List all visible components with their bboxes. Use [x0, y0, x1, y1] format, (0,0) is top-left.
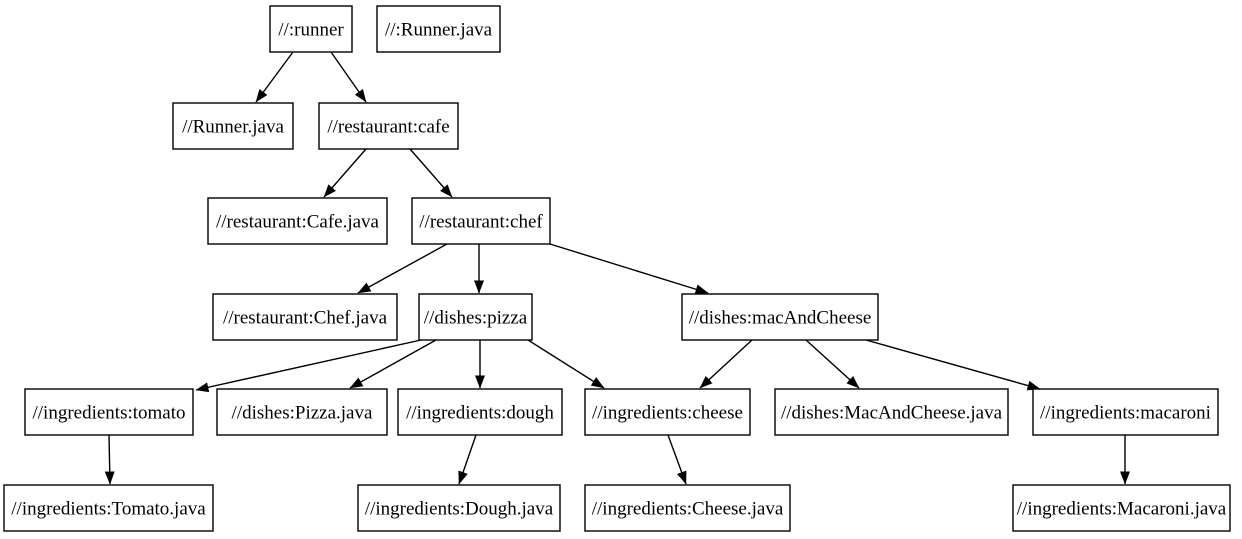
node-box-tomato_java	[3, 484, 214, 532]
node-box-cheese_java	[584, 484, 791, 532]
node-box-runner_java	[172, 102, 294, 150]
node-dough_java: //ingredients:Dough.java	[357, 484, 561, 532]
edge-cafe-to-chef	[409, 148, 453, 198]
node-box-chef_java	[212, 293, 398, 341]
node-label-cafe: //restaurant:cafe	[327, 117, 449, 138]
node-pizza_java: //dishes:Pizza.java	[216, 388, 388, 436]
node-label-root_runner_java: //:Runner.java	[385, 20, 493, 41]
edge-cheese-to-cheese_java	[667, 434, 687, 485]
node-pizza: //dishes:pizza	[418, 293, 533, 341]
edge-dough-to-dough_java	[458, 434, 477, 485]
edge-mac_and_cheese-to-mac_and_cheese_java	[805, 339, 860, 389]
node-cheese: //ingredients:cheese	[584, 388, 751, 436]
node-label-mac_and_cheese: //dishes:macAndCheese	[689, 308, 872, 329]
node-label-cafe_java: //restaurant:Cafe.java	[216, 212, 380, 233]
node-label-pizza: //dishes:pizza	[424, 308, 528, 329]
node-chef_java: //restaurant:Chef.java	[212, 293, 398, 341]
node-box-root_runner_java	[376, 5, 501, 53]
node-box-dough_java	[357, 484, 561, 532]
edge-runner-to-cafe	[330, 51, 367, 103]
node-box-tomato	[24, 388, 194, 436]
node-box-pizza	[418, 293, 533, 341]
node-label-pizza_java: //dishes:Pizza.java	[232, 403, 373, 424]
node-label-chef_java: //restaurant:Chef.java	[223, 308, 388, 329]
node-label-tomato_java: //ingredients:Tomato.java	[11, 499, 206, 520]
node-runner_java: //Runner.java	[172, 102, 294, 150]
edge-runner-to-runner_java	[255, 51, 294, 103]
node-box-mac_and_cheese_java	[774, 388, 1009, 436]
node-tomato_java: //ingredients:Tomato.java	[3, 484, 214, 532]
node-label-cheese_java: //ingredients:Cheese.java	[592, 499, 784, 520]
node-box-pizza_java	[216, 388, 388, 436]
edge-cafe-to-cafe_java	[323, 148, 367, 198]
node-root_runner_java: //:Runner.java	[376, 5, 501, 53]
edge-mac_and_cheese-to-cheese	[699, 339, 753, 389]
node-box-runner	[269, 5, 353, 53]
node-label-dough_java: //ingredients:Dough.java	[365, 499, 554, 520]
edge-chef-to-chef_java	[357, 243, 448, 294]
node-label-mac_and_cheese_java: //dishes:MacAndCheese.java	[781, 403, 1003, 424]
node-macaroni_java: //ingredients:Macaroni.java	[1012, 484, 1231, 532]
node-box-mac_and_cheese	[681, 293, 879, 341]
node-box-dough	[397, 388, 563, 436]
node-runner: //:runner	[269, 5, 353, 53]
node-cafe_java: //restaurant:Cafe.java	[207, 197, 388, 245]
node-label-chef: //restaurant:chef	[419, 212, 543, 233]
edge-tomato-to-tomato_java	[104, 434, 115, 485]
node-box-chef	[411, 197, 551, 245]
node-macaroni: //ingredients:macaroni	[1032, 388, 1219, 436]
edge-chef-to-mac_and_cheese	[549, 243, 709, 295]
node-box-cafe_java	[207, 197, 388, 245]
node-mac_and_cheese_java: //dishes:MacAndCheese.java	[774, 388, 1009, 436]
node-label-cheese: //ingredients:cheese	[592, 403, 743, 424]
node-label-runner_java: //Runner.java	[182, 117, 284, 138]
node-label-tomato: //ingredients:tomato	[32, 403, 185, 424]
node-box-cheese	[584, 388, 751, 436]
node-tomato: //ingredients:tomato	[24, 388, 194, 436]
node-box-cafe	[318, 102, 459, 150]
node-label-macaroni_java: //ingredients:Macaroni.java	[1017, 499, 1227, 520]
node-cafe: //restaurant:cafe	[318, 102, 459, 150]
node-label-dough: //ingredients:dough	[406, 403, 554, 424]
edge-pizza-to-cheese	[527, 339, 605, 389]
edge-pizza-to-pizza_java	[349, 339, 437, 389]
node-mac_and_cheese: //dishes:macAndCheese	[681, 293, 879, 341]
node-label-runner: //:runner	[278, 20, 344, 41]
node-box-macaroni	[1032, 388, 1219, 436]
edge-mac_and_cheese-to-macaroni	[865, 339, 1041, 391]
node-label-macaroni: //ingredients:macaroni	[1040, 403, 1211, 424]
node-box-macaroni_java	[1012, 484, 1231, 532]
edge-pizza-to-tomato	[195, 339, 422, 393]
node-dough: //ingredients:dough	[397, 388, 563, 436]
node-chef: //restaurant:chef	[411, 197, 551, 245]
node-cheese_java: //ingredients:Cheese.java	[584, 484, 791, 532]
